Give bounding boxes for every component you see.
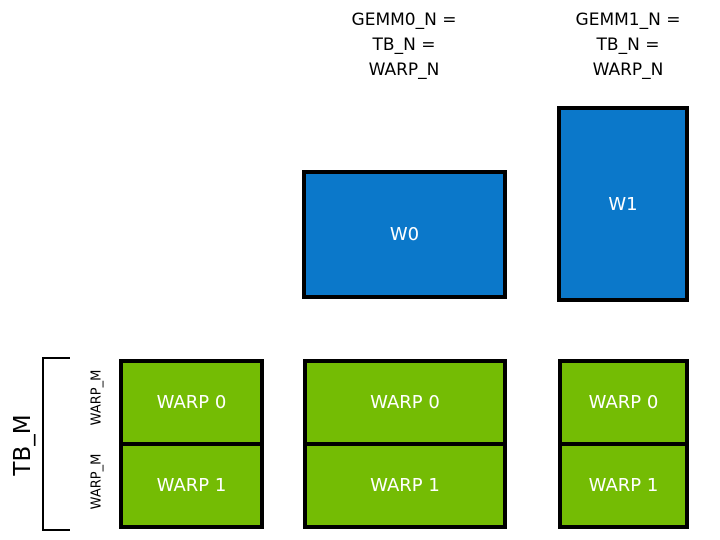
green-cell-label: WARP 1 [370,475,440,496]
column-caption-gemm0: GEMM0_N = TB_N = WARP_N [351,10,457,80]
green-cell-warp0: WARP 0 [123,363,260,442]
column-caption-gemm1: GEMM1_N = TB_N = WARP_N [575,10,681,80]
green-cell-label: WARP 1 [588,475,659,496]
tb-m-bracket [42,357,70,531]
tb-m-label: TB_M [10,414,36,476]
green-stack-left: WARP 0 WARP 1 [119,359,264,529]
warp-m-label-lower: WARP_M [89,453,105,510]
warp-m-label-upper: WARP_M [89,369,105,426]
blue-tile-w1: W1 [557,106,689,302]
green-cell-label: WARP 1 [156,475,227,496]
green-cell-label: WARP 0 [156,392,227,413]
green-cell-label: WARP 0 [370,392,440,413]
green-stack-middle: WARP 0 WARP 1 [303,359,507,529]
green-stack-right: WARP 0 WARP 1 [558,359,689,529]
green-cell-warp1: WARP 1 [123,442,260,525]
green-cell-warp0: WARP 0 [562,363,685,442]
green-cell-warp1: WARP 1 [562,442,685,525]
blue-tile-w1-label: W1 [608,193,638,215]
blue-tile-w0: W0 [302,170,507,299]
green-cell-warp1: WARP 1 [307,442,503,525]
green-cell-warp0: WARP 0 [307,363,503,442]
green-cell-label: WARP 0 [588,392,659,413]
blue-tile-w0-label: W0 [389,224,420,245]
